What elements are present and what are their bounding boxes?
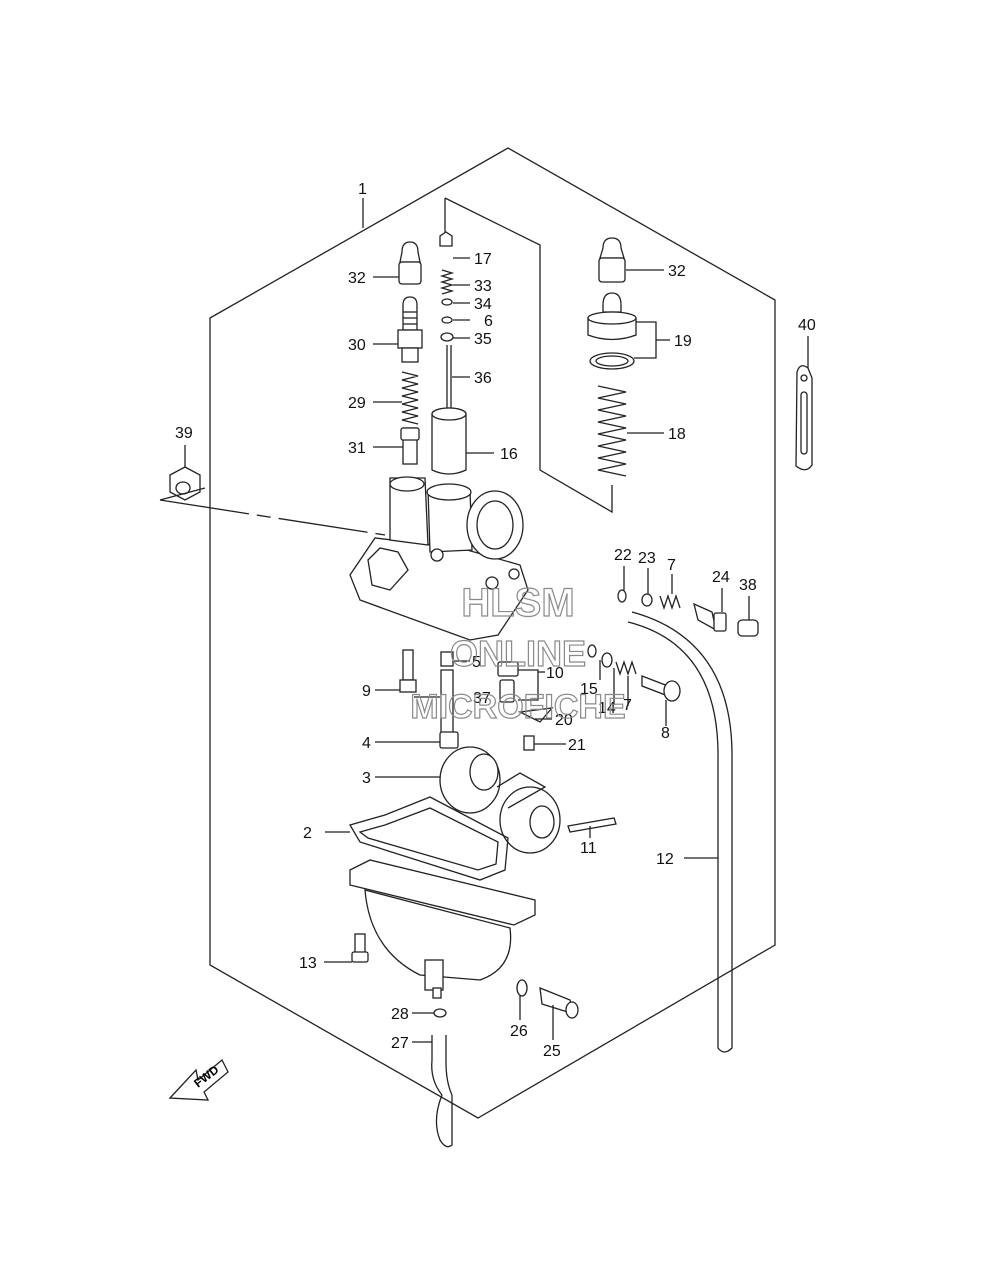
- callout-5: 5: [472, 654, 481, 671]
- callout-6: 6: [484, 313, 493, 330]
- starter-plunger-part: [400, 427, 420, 465]
- callout-10: 10: [546, 665, 564, 682]
- drain-screw-part: [516, 979, 579, 1019]
- callout-25: 25: [543, 1043, 561, 1060]
- callout-4: 4: [362, 735, 371, 752]
- spring-29-part: [401, 371, 419, 425]
- callout-28: 28: [391, 1006, 409, 1023]
- callout-9: 9: [362, 683, 371, 700]
- callout-29: 29: [348, 395, 366, 412]
- callout-labels: 1 2 3 4 5 6 7 7 8 9 10 11 12 13 14 15 16…: [175, 181, 816, 1060]
- spring-18-part: [597, 385, 627, 477]
- callout-7-upper: 7: [667, 557, 676, 574]
- callout-33: 33: [474, 278, 492, 295]
- callout-27: 27: [391, 1035, 409, 1052]
- float-bowl-part: [349, 859, 536, 999]
- callout-11: 11: [580, 840, 597, 857]
- callout-23: 23: [638, 550, 656, 567]
- callout-1: 1: [358, 181, 367, 198]
- jet-set-part: [399, 649, 554, 751]
- fwd-arrow-icon: FWD: [168, 1058, 229, 1101]
- throttle-cap-left-part: [398, 241, 422, 285]
- callout-34: 34: [474, 296, 492, 313]
- callout-16: 16: [500, 446, 518, 463]
- callout-32-right: 32: [668, 263, 686, 280]
- callout-12: 12: [656, 851, 674, 868]
- watermark-line-2: ONLINE: [450, 633, 586, 674]
- callout-8: 8: [661, 725, 670, 742]
- throttle-valve-part: [431, 407, 467, 475]
- float-bowl-gasket-part: [349, 796, 509, 881]
- callout-31: 31: [348, 440, 366, 457]
- callout-13: 13: [299, 955, 317, 972]
- starter-nut-part: [587, 292, 637, 370]
- pilot-screw-set-part: [587, 644, 681, 702]
- needle-stack-part: [439, 231, 455, 408]
- callout-18: 18: [668, 426, 686, 443]
- callout-26: 26: [510, 1023, 528, 1040]
- callout-30: 30: [348, 337, 366, 354]
- callout-37: 37: [473, 690, 491, 707]
- leader-lines: [184, 257, 809, 1043]
- callout-21: 21: [568, 737, 586, 754]
- callout-40: 40: [798, 317, 816, 334]
- watermark: HLSM ONLINE MICROFICHE: [410, 580, 627, 726]
- callout-3: 3: [362, 770, 371, 787]
- overflow-hose-part: [627, 611, 733, 1053]
- callout-15: 15: [580, 681, 598, 698]
- float-assembly-part: [439, 746, 617, 854]
- watermark-line-1: HLSM: [461, 581, 574, 625]
- drain-hose-part: [431, 1008, 453, 1148]
- bowl-screw-13-part: [351, 933, 369, 963]
- callout-22: 22: [614, 547, 632, 564]
- callout-32-left: 32: [348, 270, 366, 287]
- callout-24: 24: [712, 569, 730, 586]
- callout-19: 19: [674, 333, 692, 350]
- callout-36: 36: [474, 370, 492, 387]
- callout-38: 38: [739, 577, 757, 594]
- callout-7-lower: 7: [623, 697, 632, 714]
- callout-17: 17: [474, 251, 492, 268]
- cable-adjuster-part: [397, 296, 423, 363]
- callout-39: 39: [175, 425, 193, 442]
- assembly-outline: [209, 147, 776, 1119]
- carburetor-body-part: [349, 476, 529, 641]
- callout-14: 14: [598, 700, 616, 717]
- clamp-strap-40-part: [795, 365, 813, 471]
- callout-35: 35: [474, 331, 492, 348]
- air-screw-set-part: [617, 589, 759, 637]
- starter-cap-right-part: [598, 237, 626, 283]
- callout-20: 20: [555, 712, 573, 729]
- callout-2: 2: [303, 825, 312, 842]
- watermark-line-3: MICROFICHE: [410, 688, 625, 726]
- nut-39-part: [169, 466, 201, 501]
